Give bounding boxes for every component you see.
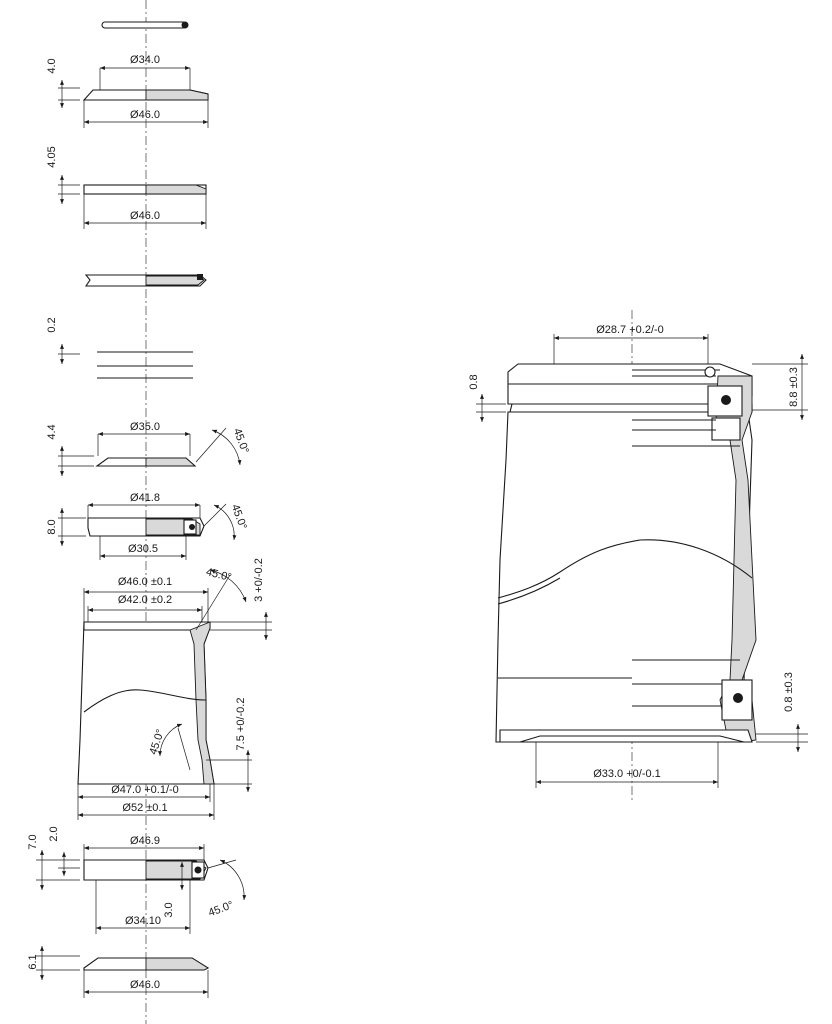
dim-crown-race-dia: Ø46.0 — [130, 979, 160, 991]
dim-assembly-bottom-dia: Ø33.0 +0/-0.1 — [593, 768, 661, 780]
shim — [58, 344, 193, 379]
dim-cup-dia-2: Ø42.0 ±0.2 — [118, 594, 172, 606]
dim-upper-race-angle: 45.0° — [231, 427, 251, 455]
dim-cup-dia-3: Ø47.0 +0.1/-0 — [111, 784, 179, 796]
dim-cup-angle-top: 45.0° — [205, 566, 233, 584]
dim-upper-race-dia: Ø35.0 — [130, 421, 160, 433]
dim-shim-height: 0.2 — [46, 317, 58, 332]
dim-lower-bearing-inner-dia: Ø34.10 — [125, 915, 161, 927]
assembly-dimensions — [476, 334, 808, 788]
dim-assembly-top-gap: 0.8 — [468, 374, 480, 389]
spacer — [58, 175, 207, 229]
dim-upper-bearing-inner: Ø30.5 — [128, 543, 158, 555]
dim-cup-dia-1: Ø46.0 ±0.1 — [118, 576, 172, 588]
dim-lower-bearing-angle: 45.0° — [207, 899, 235, 919]
dim-crown-race-height: 6.1 — [27, 954, 39, 969]
dim-spacer-height: 4.05 — [46, 146, 58, 167]
assembled-headset — [495, 363, 757, 743]
dim-top-cover-inner: Ø34.0 — [130, 54, 160, 66]
dim-lower-bearing-offset: 2.0 — [48, 826, 60, 841]
compression-ring — [84, 274, 207, 287]
lower-bearing — [36, 844, 247, 934]
dim-lower-bearing-total: 7.0 — [27, 834, 39, 849]
dim-upper-bearing-height: 8.0 — [46, 519, 58, 534]
crown-race — [36, 946, 210, 998]
dim-lower-bearing-dia: Ø46.9 — [130, 835, 160, 847]
dim-assembly-top-stack: 8.8 ±0.3 — [788, 367, 800, 407]
top-cover — [58, 66, 209, 128]
dim-cup-depth-bottom: 7.5 +0/-0.2 — [235, 698, 247, 751]
dim-spacer-dia: Ø46.0 — [130, 210, 160, 222]
dim-top-cover-height: 4.0 — [46, 58, 58, 73]
dim-cup-dia-4: Ø52 ±0.1 — [122, 802, 167, 814]
upper-race — [58, 427, 242, 476]
head-tube — [77, 569, 272, 820]
dim-cup-depth-top: 3 +0/-0.2 — [253, 558, 265, 602]
dim-lower-bearing-inner-h: 3.0 — [163, 902, 175, 917]
dim-upper-race-height: 4.4 — [46, 424, 58, 439]
dim-upper-bearing-dia: Ø41.8 — [130, 492, 160, 504]
upper-bearing — [58, 503, 237, 560]
dim-upper-bearing-angle: 45.0° — [229, 503, 249, 531]
dim-top-cover-outer: Ø46.0 — [130, 109, 160, 121]
dim-assembly-top-dia: Ø28.7 +0.2/-0 — [596, 324, 664, 336]
dim-assembly-bottom-stack: 0.8 ±0.3 — [783, 672, 795, 712]
top-cap-ring — [101, 21, 189, 29]
